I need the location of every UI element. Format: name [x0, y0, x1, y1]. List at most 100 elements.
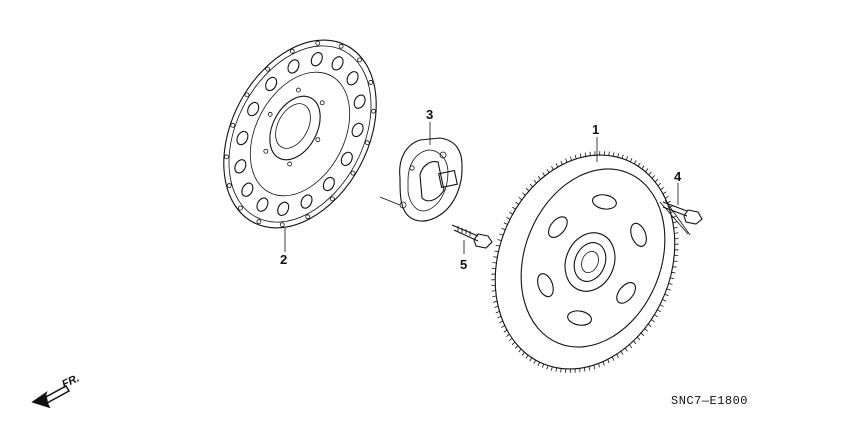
- gear-tooth: [674, 237, 679, 240]
- gear-tooth: [611, 356, 615, 361]
- plate-hole: [310, 52, 323, 67]
- flywheel-window: [548, 216, 568, 238]
- plate-hole: [353, 94, 366, 109]
- gear-tooth: [645, 168, 649, 173]
- plate-hole-ring: [234, 52, 366, 216]
- plate-bolt-hole: [289, 48, 295, 54]
- flywheel-window: [537, 273, 554, 298]
- plate-hole: [256, 197, 269, 212]
- hub-bolt-hole: [319, 100, 325, 106]
- gear-tooth: [672, 221, 677, 224]
- gear-tooth: [529, 183, 533, 188]
- gear-tooth: [503, 329, 508, 333]
- plate-bolt-hole: [265, 66, 271, 72]
- plate-hole: [265, 76, 278, 92]
- gear-tooth: [654, 178, 659, 183]
- gear-tooth: [671, 271, 676, 274]
- gear-tooth: [651, 319, 655, 323]
- gear-tooth: [617, 153, 620, 158]
- gear-tooth: [633, 160, 637, 165]
- gear-tooth: [546, 169, 550, 173]
- gear-tooth: [612, 152, 615, 157]
- gear-tooth: [671, 215, 676, 219]
- plate-bolt-hole: [368, 80, 374, 85]
- gear-tooth: [625, 156, 629, 161]
- gear-tooth: [648, 171, 652, 176]
- gear-tooth: [533, 179, 537, 184]
- gear-tooth: [667, 200, 671, 204]
- front-direction-arrow-icon: [31, 384, 71, 409]
- gear-tooth: [624, 347, 628, 352]
- callout-4: 4: [674, 169, 682, 184]
- gear-tooth: [499, 320, 503, 324]
- gear-tooth: [491, 284, 496, 287]
- hub-bolt-hole: [295, 87, 301, 93]
- gear-tooth: [674, 232, 679, 234]
- gear-tooth: [533, 359, 537, 364]
- gear-tooth: [629, 158, 633, 163]
- plate-hole: [331, 56, 344, 71]
- leader-lines: [284, 122, 679, 254]
- gear-tooth: [522, 192, 526, 196]
- plate-hole: [346, 71, 359, 86]
- gear-tooth: [621, 154, 624, 159]
- gear-tooth: [555, 163, 559, 168]
- gear-tooth: [593, 365, 596, 370]
- gear-tooth: [515, 201, 519, 205]
- gear-tooth: [537, 361, 541, 366]
- gear-tooth: [512, 206, 516, 210]
- plate-bolt-hole: [357, 57, 362, 63]
- flywheel-windows: [537, 194, 647, 326]
- plate-bolt-hole: [244, 92, 250, 98]
- gear-tooth: [493, 300, 498, 303]
- plate-bolt-hole: [364, 140, 370, 146]
- flywheel-window: [567, 310, 592, 326]
- plate-hole: [247, 101, 260, 117]
- gear-tooth: [657, 182, 662, 187]
- plate-bolt-hole: [279, 222, 285, 228]
- plate-bolt-hole: [350, 170, 356, 176]
- plate-bolt-hole: [224, 154, 229, 160]
- gear-tooth: [598, 363, 600, 368]
- gear-tooth: [664, 293, 669, 297]
- gear-tooth: [641, 165, 645, 170]
- gear-tooth: [666, 288, 671, 291]
- gear-tooth: [670, 277, 675, 280]
- gear-tooth: [560, 160, 563, 165]
- plate-bolt-hole: [371, 108, 376, 114]
- gear-tooth: [616, 354, 619, 358]
- gear-tooth: [657, 309, 661, 313]
- plate-hole: [234, 159, 247, 174]
- gear-tooth: [542, 172, 546, 177]
- gear-tooth: [497, 239, 502, 242]
- gear-tooth: [518, 196, 523, 201]
- plate-bolt-hole: [305, 214, 311, 220]
- gear-tooth: [494, 305, 499, 309]
- plate-hole: [300, 194, 313, 209]
- gear-tooth: [541, 363, 545, 368]
- plate-hole: [236, 130, 249, 146]
- gear-tooth: [525, 354, 529, 359]
- gear-tooth: [629, 344, 633, 349]
- gear-tooth: [501, 325, 506, 329]
- flywheel: [491, 151, 679, 373]
- gear-tooth: [495, 310, 500, 314]
- plate-bolt-hole: [226, 183, 232, 188]
- gear-tooth: [494, 250, 499, 253]
- plate-hole: [241, 182, 254, 197]
- gear-tooth: [570, 156, 572, 161]
- drive-plate: [223, 39, 377, 229]
- gear-tooth: [574, 154, 577, 159]
- gear-tooth: [662, 191, 667, 195]
- gear-tooth: [668, 205, 673, 209]
- gear-tooth: [651, 175, 656, 179]
- ring-gear-teeth: [491, 151, 679, 373]
- gear-tooth: [637, 336, 641, 341]
- gear-tooth: [514, 345, 519, 349]
- plate-bolt-hole: [256, 219, 262, 225]
- gear-tooth: [506, 333, 510, 337]
- gear-tooth: [659, 304, 664, 307]
- gear-tooth: [602, 361, 605, 366]
- hub-bolt-hole: [263, 148, 269, 154]
